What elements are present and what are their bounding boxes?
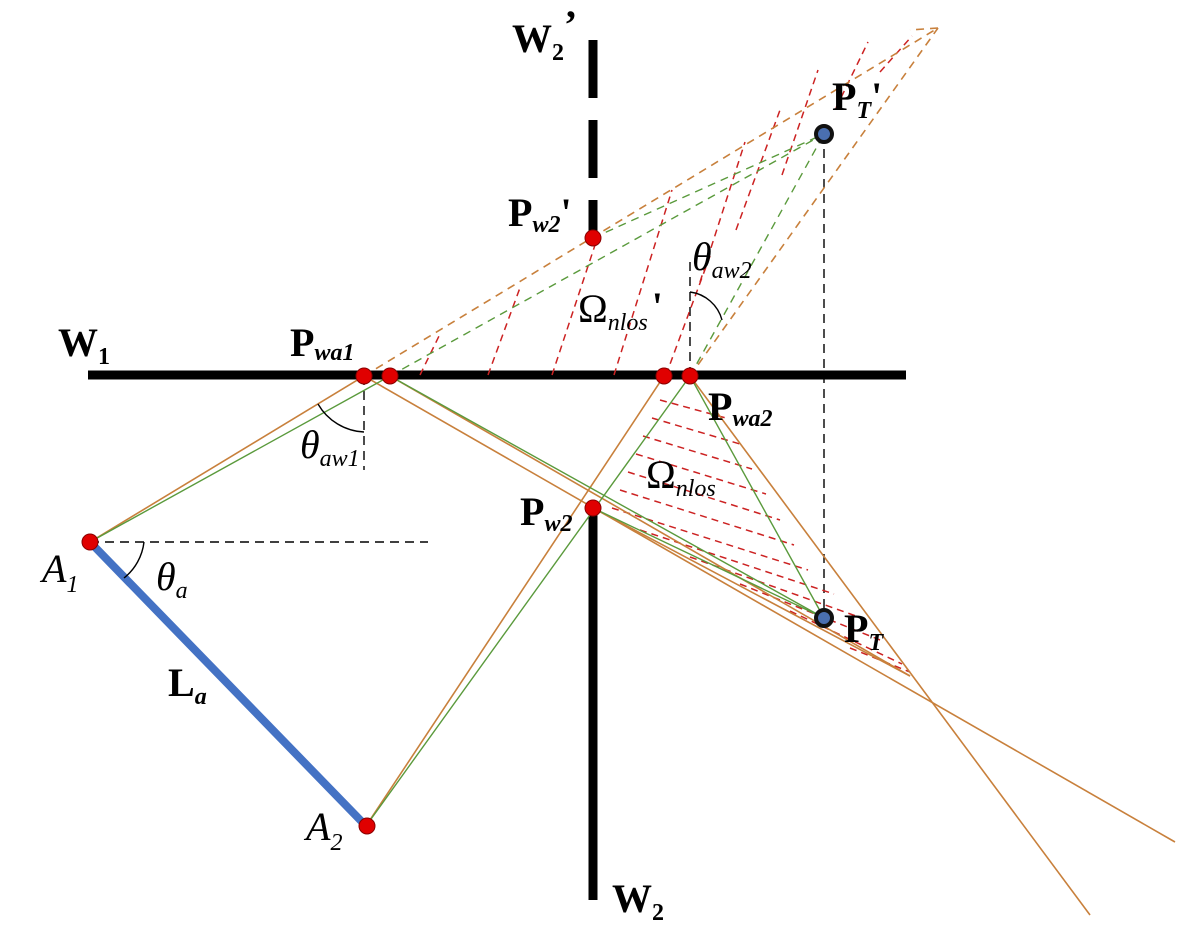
- label-pwa2: Pwa2: [708, 384, 772, 432]
- label-omega-nlos-prime: Ωnlos': [578, 284, 663, 336]
- point-pwa1: [355, 367, 373, 385]
- label-omega-nlos: Ωnlos: [646, 452, 716, 502]
- angle-arc-theta-a: [123, 541, 145, 579]
- label-la: La: [168, 660, 207, 710]
- point-pwa2: [681, 367, 699, 385]
- label-a1: A1: [39, 546, 78, 598]
- orange-virtual-rays: [363, 27, 939, 377]
- angle-arc-theta-aw2: [689, 291, 723, 321]
- point-a2: [358, 817, 376, 835]
- point-target: [814, 608, 834, 628]
- label-theta-aw1: θaw1: [300, 422, 360, 472]
- label-a2: A2: [303, 804, 342, 856]
- label-pw2-prime: Pw2': [508, 190, 572, 238]
- point-target-prime: [814, 124, 834, 144]
- label-w1: W1: [58, 320, 110, 370]
- label-w2-prime: W2’: [512, 2, 577, 66]
- label-theta-a: θa: [156, 554, 188, 604]
- angle-arc-theta-aw1: [317, 403, 365, 433]
- point-pwa1-b: [381, 367, 399, 385]
- point-pw2: [584, 499, 602, 517]
- green-virtual-rays: [389, 133, 825, 377]
- point-pwa2-a: [655, 367, 673, 385]
- label-w2: W2: [612, 876, 664, 926]
- label-pt: PT: [844, 606, 884, 656]
- point-pw2-prime: [584, 229, 602, 247]
- label-pwa1: Pwa1: [290, 320, 354, 366]
- label-pw2: Pw2: [520, 489, 572, 537]
- point-a1: [81, 533, 99, 551]
- green-rays: [89, 375, 825, 827]
- label-pt-prime: PT': [832, 74, 882, 124]
- antenna-array: [87, 539, 369, 829]
- label-theta-aw2: θaw2: [692, 234, 752, 284]
- omega-nlos-hatch: [611, 399, 911, 673]
